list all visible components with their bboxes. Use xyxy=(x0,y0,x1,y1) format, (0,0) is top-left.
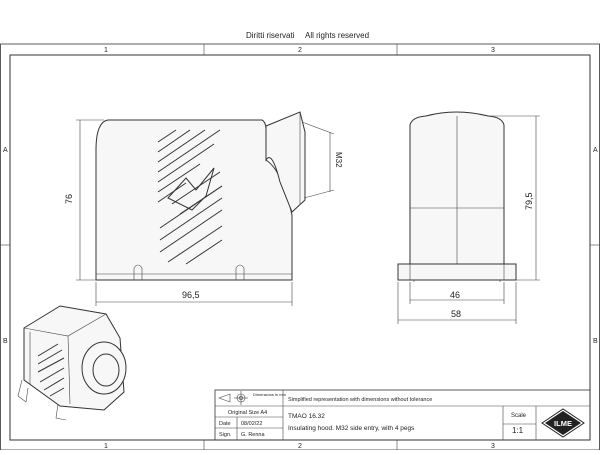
zone-row-b-right: B xyxy=(593,338,598,345)
front-peg-left xyxy=(133,264,143,280)
zone-col-2-bottom: 2 xyxy=(298,443,302,450)
dim-side-inner-width: 46 xyxy=(450,290,460,300)
product-code: TMAO 16.32 xyxy=(288,413,325,420)
date-value: 08/02/22 xyxy=(241,421,262,427)
sign-label: Sign. xyxy=(219,432,232,438)
projection-symbol-icon xyxy=(218,391,248,405)
dim-front-height: 76 xyxy=(64,194,74,204)
zone-col-3-top: 3 xyxy=(491,47,495,54)
front-view-logo-hatching xyxy=(157,129,223,265)
isometric-view xyxy=(17,305,127,421)
original-size-label: Original Size A4 xyxy=(228,410,267,416)
date-label: Date xyxy=(219,421,231,427)
iso-view-logo-hatching xyxy=(37,343,65,397)
dim-thread: M32 xyxy=(334,152,343,168)
zone-ticks xyxy=(0,44,600,450)
zone-col-1-bottom: 1 xyxy=(104,443,108,450)
front-view-body xyxy=(95,119,293,281)
zone-col-1-top: 1 xyxy=(104,47,108,54)
zone-col-2-top: 2 xyxy=(298,47,302,54)
front-peg-right xyxy=(235,264,245,280)
dim-side-outer-width: 58 xyxy=(451,309,461,319)
zone-col-3-bottom: 3 xyxy=(491,443,495,450)
scale-label: Scale xyxy=(511,413,527,419)
title-block: Dimensions in mm Simplified representati… xyxy=(214,389,591,441)
dimensions-in-mm-label: Dimensions in mm xyxy=(253,392,287,397)
sign-value: G. Renna xyxy=(241,432,265,438)
zone-row-a-left: A xyxy=(3,147,8,154)
zone-row-b-left: B xyxy=(3,338,8,345)
logo-text: ILME xyxy=(554,419,572,428)
dim-side-height: 79,5 xyxy=(524,192,534,210)
rights-reserved-it: Diritti riservati xyxy=(246,31,295,40)
front-view: 76 96,5 M32 xyxy=(64,111,343,306)
ilme-logo: ILME xyxy=(541,408,585,438)
side-view-base xyxy=(397,263,517,281)
dim-front-width: 96,5 xyxy=(182,290,200,300)
tolerance-note: Simplified representation with dimension… xyxy=(288,397,432,403)
iso-cable-entry-inner xyxy=(92,353,120,387)
zone-row-a-right: A xyxy=(593,147,598,154)
side-view: 79,5 46 58 xyxy=(397,111,540,324)
rights-reserved-en: All rights reserved xyxy=(305,31,369,40)
front-view-cable-entry xyxy=(265,111,306,213)
scale-value: 1:1 xyxy=(512,426,524,435)
product-description: Insulating hood. M32 side entry, with 4 … xyxy=(288,425,415,432)
